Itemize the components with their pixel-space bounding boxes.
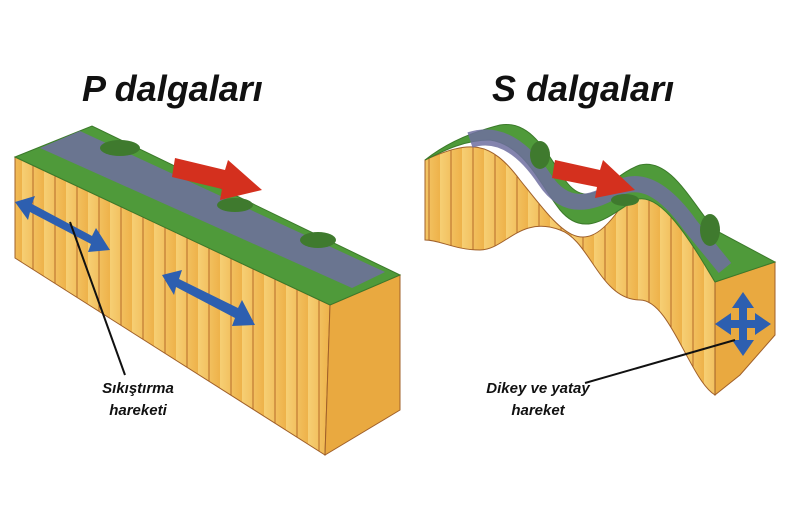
p-wave-label: Sıkıştırma hareketi (78, 378, 198, 422)
s-tree (530, 141, 550, 169)
p-wave-block (13, 125, 402, 456)
p-tree (100, 140, 140, 156)
s-vertical-horizontal-arrows (715, 292, 771, 356)
s-tree (700, 214, 720, 246)
s-label-pointer (584, 339, 736, 384)
s-wave-title: S dalgaları (492, 68, 675, 109)
s-block-front-face (424, 146, 716, 396)
p-tree (217, 198, 253, 212)
s-propagation-arrow (552, 160, 635, 198)
p-label-pointer (69, 221, 126, 376)
p-tree (300, 232, 336, 248)
p-compression-arrow (162, 270, 255, 326)
s-tree (611, 194, 639, 206)
p-compression-arrow (15, 196, 110, 252)
s-label-line2: hareket (511, 402, 565, 419)
s-wave-block (424, 123, 777, 397)
s-label-line1: Dikey ve yatay (486, 380, 590, 397)
p-propagation-arrow (172, 158, 262, 200)
p-road (40, 131, 385, 288)
p-wave-title: P dalgaları (82, 68, 263, 109)
s-road (467, 129, 732, 274)
p-label-line2: hareketi (109, 402, 167, 419)
s-wave-label: Dikey ve yatay hareket (468, 378, 608, 422)
p-label-line1: Sıkıştırma (102, 380, 174, 397)
